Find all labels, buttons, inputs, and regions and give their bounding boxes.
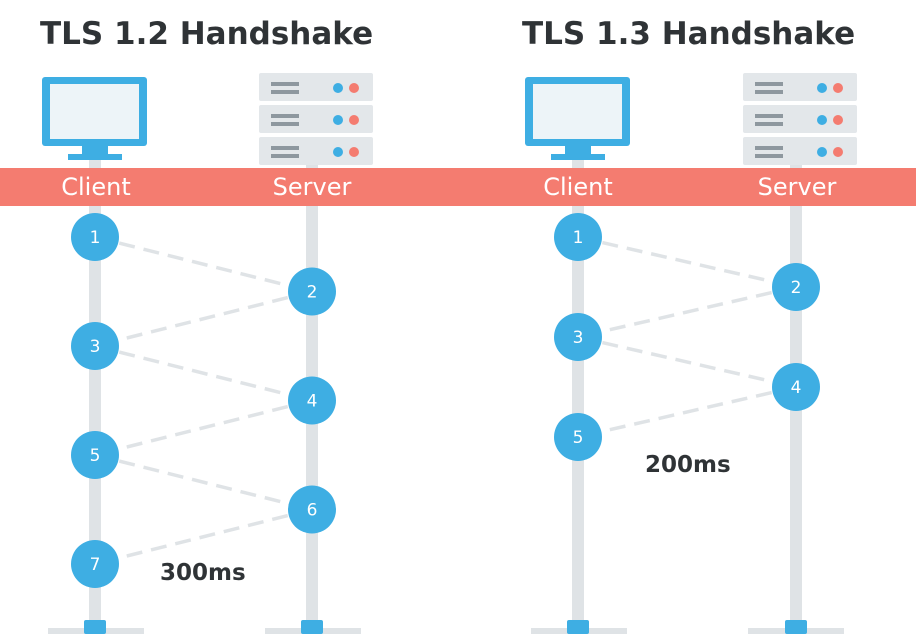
tls13-title: TLS 1.3 Handshake xyxy=(522,16,855,52)
step-number: 3 xyxy=(573,328,584,348)
step-number: 2 xyxy=(307,283,318,303)
step-circle xyxy=(71,322,119,370)
tls12-title: TLS 1.2 Handshake xyxy=(40,16,373,52)
tls12-message-connector xyxy=(94,235,313,294)
tls12-server-rack-icon xyxy=(259,73,373,165)
step-number: 5 xyxy=(90,446,101,466)
step-circle xyxy=(554,413,602,461)
step-number: 3 xyxy=(90,337,101,357)
step-circle xyxy=(288,267,336,316)
tls13-server-label: Server xyxy=(758,173,837,201)
step-circle xyxy=(772,263,820,311)
step-circle xyxy=(71,431,119,479)
tls12-client-base-cap xyxy=(84,620,106,634)
tls13-step-2: 2 xyxy=(772,263,820,311)
tls12-message-connector xyxy=(94,289,313,348)
tls12-client-lifeline xyxy=(89,160,101,634)
tls12-client-label: Client xyxy=(61,173,130,201)
tls13-client-monitor-icon xyxy=(525,77,630,160)
step-circle xyxy=(772,363,820,411)
tls13-time-label: 200ms xyxy=(645,452,731,478)
tls12-step-5: 5 xyxy=(71,431,119,479)
tls12-server-base-cap xyxy=(301,620,323,634)
tls12-time-label: 300ms xyxy=(160,560,246,586)
tls12-message-flow: 1 2 3 4 5 6 7 xyxy=(71,213,336,588)
actor-banner xyxy=(0,168,916,206)
tls12-step-2: 2 xyxy=(288,267,336,316)
tls12-step-3: 3 xyxy=(71,322,119,370)
step-number: 7 xyxy=(90,555,101,575)
step-number: 2 xyxy=(791,278,802,298)
tls12-step-6: 6 xyxy=(288,485,336,534)
tls12-server-label: Server xyxy=(273,173,352,201)
step-number: 1 xyxy=(90,228,101,248)
tls13-message-connector xyxy=(577,235,797,289)
tls12-client-monitor-icon xyxy=(42,77,147,160)
tls12-message-connector xyxy=(94,507,313,566)
tls13-client-lifeline xyxy=(572,160,584,634)
tls13-step-4: 4 xyxy=(772,363,820,411)
tls13-message-flow: 1 2 3 4 5 xyxy=(554,213,820,461)
tls12-step-7: 7 xyxy=(71,540,119,588)
lifeline-bases xyxy=(48,620,844,634)
step-circle xyxy=(288,485,336,534)
step-number: 1 xyxy=(573,228,584,248)
step-circle xyxy=(71,213,119,261)
tls13-step-3: 3 xyxy=(554,313,602,361)
step-number: 5 xyxy=(573,428,584,448)
step-circle xyxy=(288,376,336,425)
tls12-message-connector xyxy=(94,344,313,403)
tls13-server-rack-icon xyxy=(743,73,857,165)
tls13-message-connector xyxy=(577,385,797,439)
step-circle xyxy=(71,540,119,588)
tls13-server-base-cap xyxy=(785,620,807,634)
tls13-message-connector xyxy=(577,335,797,389)
tls12-step-4: 4 xyxy=(288,376,336,425)
step-number: 6 xyxy=(307,501,318,521)
step-number: 4 xyxy=(307,392,318,412)
step-circle xyxy=(554,213,602,261)
tls13-client-base-cap xyxy=(567,620,589,634)
tls12-message-connector xyxy=(94,453,313,512)
tls12-message-connector xyxy=(94,398,313,457)
tls12-step-1: 1 xyxy=(71,213,119,261)
step-number: 4 xyxy=(791,378,802,398)
tls13-message-connector xyxy=(577,285,797,339)
tls13-step-1: 1 xyxy=(554,213,602,261)
tls13-step-5: 5 xyxy=(554,413,602,461)
step-circle xyxy=(554,313,602,361)
tls13-client-label: Client xyxy=(543,173,612,201)
